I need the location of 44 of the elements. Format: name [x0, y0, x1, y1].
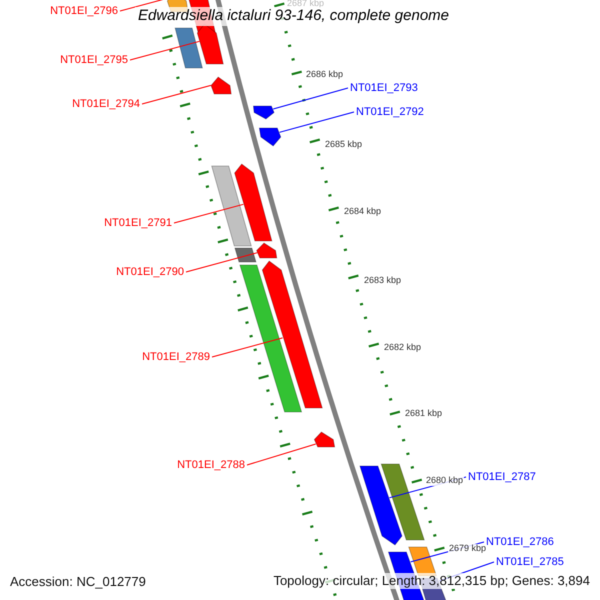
leader-line [279, 112, 354, 133]
leader-line [174, 204, 244, 224]
gene-label: NT01EI_2793 [350, 82, 418, 94]
gene-label: NT01EI_2787 [468, 471, 536, 484]
leader-line [212, 337, 284, 358]
scale-label: 2682 kbp [383, 343, 422, 353]
leader-line [246, 444, 316, 466]
accession-note: Accession: NC_012779 [10, 575, 146, 590]
gene-feature [314, 431, 336, 448]
scale-label: 2686 kbp [305, 70, 344, 80]
gene-feature [380, 464, 425, 540]
gene-feature [359, 466, 402, 546]
scale-label: 2684 kbp [343, 207, 382, 217]
gene-feature [252, 106, 275, 120]
gene-feature [234, 248, 257, 262]
gene-feature [262, 260, 323, 408]
leader-line [130, 40, 200, 60]
gene-label: NT01EI_2790 [116, 266, 184, 278]
gene-feature [234, 163, 272, 242]
gene-label: NT01EI_2788 [177, 459, 245, 472]
gene-feature [174, 28, 203, 68]
leader-line [186, 252, 258, 272]
scale-label: 2683 kbp [363, 276, 402, 286]
scale-label: 2680 kbp [425, 476, 464, 486]
gene-label: NT01EI_2795 [60, 54, 128, 66]
gene-label: NT01EI_2791 [104, 217, 172, 230]
gene-feature [256, 242, 278, 258]
gene-label: NT01EI_2796 [50, 5, 118, 18]
scale-label: 2679 kbp [448, 544, 488, 554]
leader-line [142, 84, 212, 104]
leader-line [272, 88, 348, 110]
gene-label: NT01EI_2792 [356, 106, 424, 118]
gene-label: NT01EI_2789 [142, 351, 210, 364]
gene-label: NT01EI_2786 [486, 536, 554, 548]
gene-feature [196, 23, 224, 64]
gene-feature [239, 264, 302, 412]
gene-feature [210, 76, 232, 94]
gene-label: NT01EI_2794 [72, 98, 140, 110]
gene-label: NT01EI_2785 [496, 556, 564, 568]
gene-feature [258, 128, 282, 147]
gene-feature [211, 166, 252, 246]
scale-label: 2681 kbp [404, 409, 444, 419]
scale-label: 2685 kbp [324, 140, 364, 150]
genome-summary: Topology: circular; Length: 3,812,315 bp; Genes: 3,894 [271, 573, 592, 590]
